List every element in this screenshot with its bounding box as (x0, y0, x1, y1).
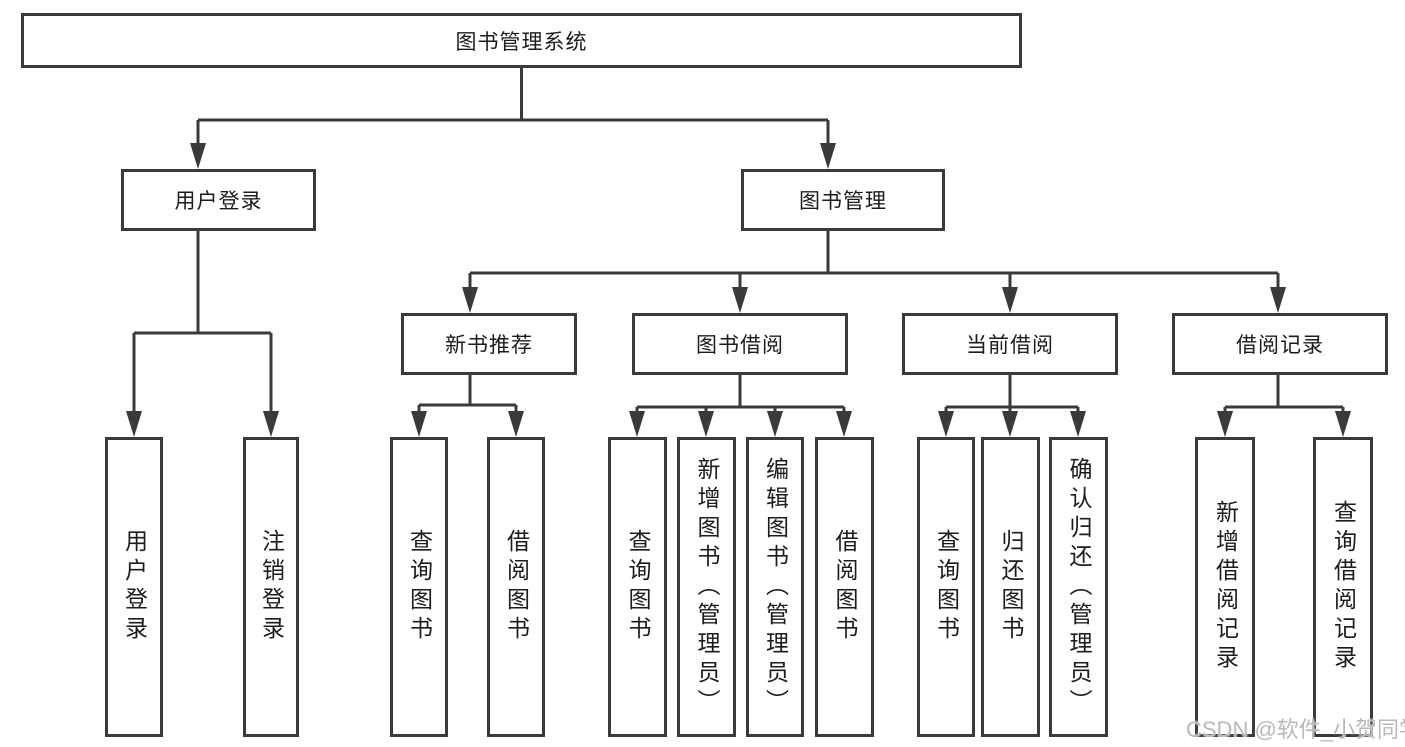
leaf-return-books-label: 归还图书 (998, 529, 1024, 645)
node-borrow-records: 借阅记录 (1172, 313, 1388, 375)
leaf-query-books-current-label: 查询图书 (933, 529, 960, 645)
node-current-borrow: 当前借阅 (902, 313, 1118, 375)
connector-current-borrow-to-leaves (938, 375, 1086, 437)
leaf-query-borrow-record: 查询借阅记录 (1313, 437, 1373, 737)
connector-user-login-to-leaves (126, 231, 279, 437)
node-borrow-records-label: 借阅记录 (1236, 334, 1324, 357)
node-book-management-branch-label: 图书管理 (799, 190, 887, 213)
node-user-login-branch: 用户登录 (121, 169, 316, 231)
leaf-return-books: 归还图书 (981, 437, 1040, 737)
leaf-query-borrow-record-label: 查询借阅记录 (1330, 500, 1357, 674)
node-current-borrow-label: 当前借阅 (966, 334, 1054, 357)
node-library-system-label: 图书管理系统 (455, 30, 588, 54)
leaf-borrow-books-recommend-label: 借阅图书 (503, 529, 530, 645)
node-book-management-branch: 图书管理 (741, 169, 945, 231)
connector-book-borrow-to-leaves (629, 375, 852, 437)
leaf-logout: 注销登录 (243, 437, 299, 737)
leaf-user-login-label: 用户登录 (121, 529, 148, 645)
leaf-add-book-admin: 新增图书（管理员） (677, 437, 736, 737)
leaf-confirm-return-admin-label: 确认归还（管理员） (1066, 456, 1092, 718)
leaf-query-books-recommend-label: 查询图书 (406, 529, 433, 645)
leaf-borrow-books-recommend: 借阅图书 (487, 437, 545, 737)
leaf-query-books-current: 查询图书 (917, 437, 975, 737)
connector-borrow-record-to-leaves (1217, 375, 1351, 437)
leaf-add-borrow-record-label: 新增借阅记录 (1212, 500, 1239, 674)
node-library-system: 图书管理系统 (21, 13, 1022, 68)
leaf-query-books-recommend: 查询图书 (390, 437, 448, 737)
leaf-query-books-borrow-label: 查询图书 (625, 529, 651, 645)
node-new-book-recommend-label: 新书推荐 (445, 334, 533, 357)
leaf-borrow-books-label: 借阅图书 (832, 529, 858, 645)
leaf-add-book-admin-label: 新增图书（管理员） (694, 456, 720, 718)
node-new-book-recommend: 新书推荐 (401, 313, 577, 375)
node-book-borrow-label: 图书借阅 (696, 334, 784, 357)
node-user-login-branch-label: 用户登录 (174, 190, 263, 213)
leaf-add-borrow-record: 新增借阅记录 (1195, 437, 1255, 737)
connector-root-to-level2 (190, 68, 836, 169)
leaf-borrow-books: 借阅图书 (815, 437, 874, 737)
leaf-query-books-borrow: 查询图书 (608, 437, 667, 737)
leaf-user-login: 用户登录 (105, 437, 163, 737)
connector-book-management-to-level3 (462, 231, 1286, 313)
leaf-logout-label: 注销登录 (258, 529, 285, 645)
connector-new-book-to-leaves (411, 375, 524, 437)
leaf-confirm-return-admin: 确认归还（管理员） (1049, 437, 1108, 737)
leaf-edit-book-admin: 编辑图书（管理员） (746, 437, 804, 737)
csdn-watermark: CSDN @软件_小贺同学 (1186, 717, 1405, 742)
node-book-borrow: 图书借阅 (632, 313, 848, 375)
leaf-edit-book-admin-label: 编辑图书（管理员） (762, 456, 789, 718)
